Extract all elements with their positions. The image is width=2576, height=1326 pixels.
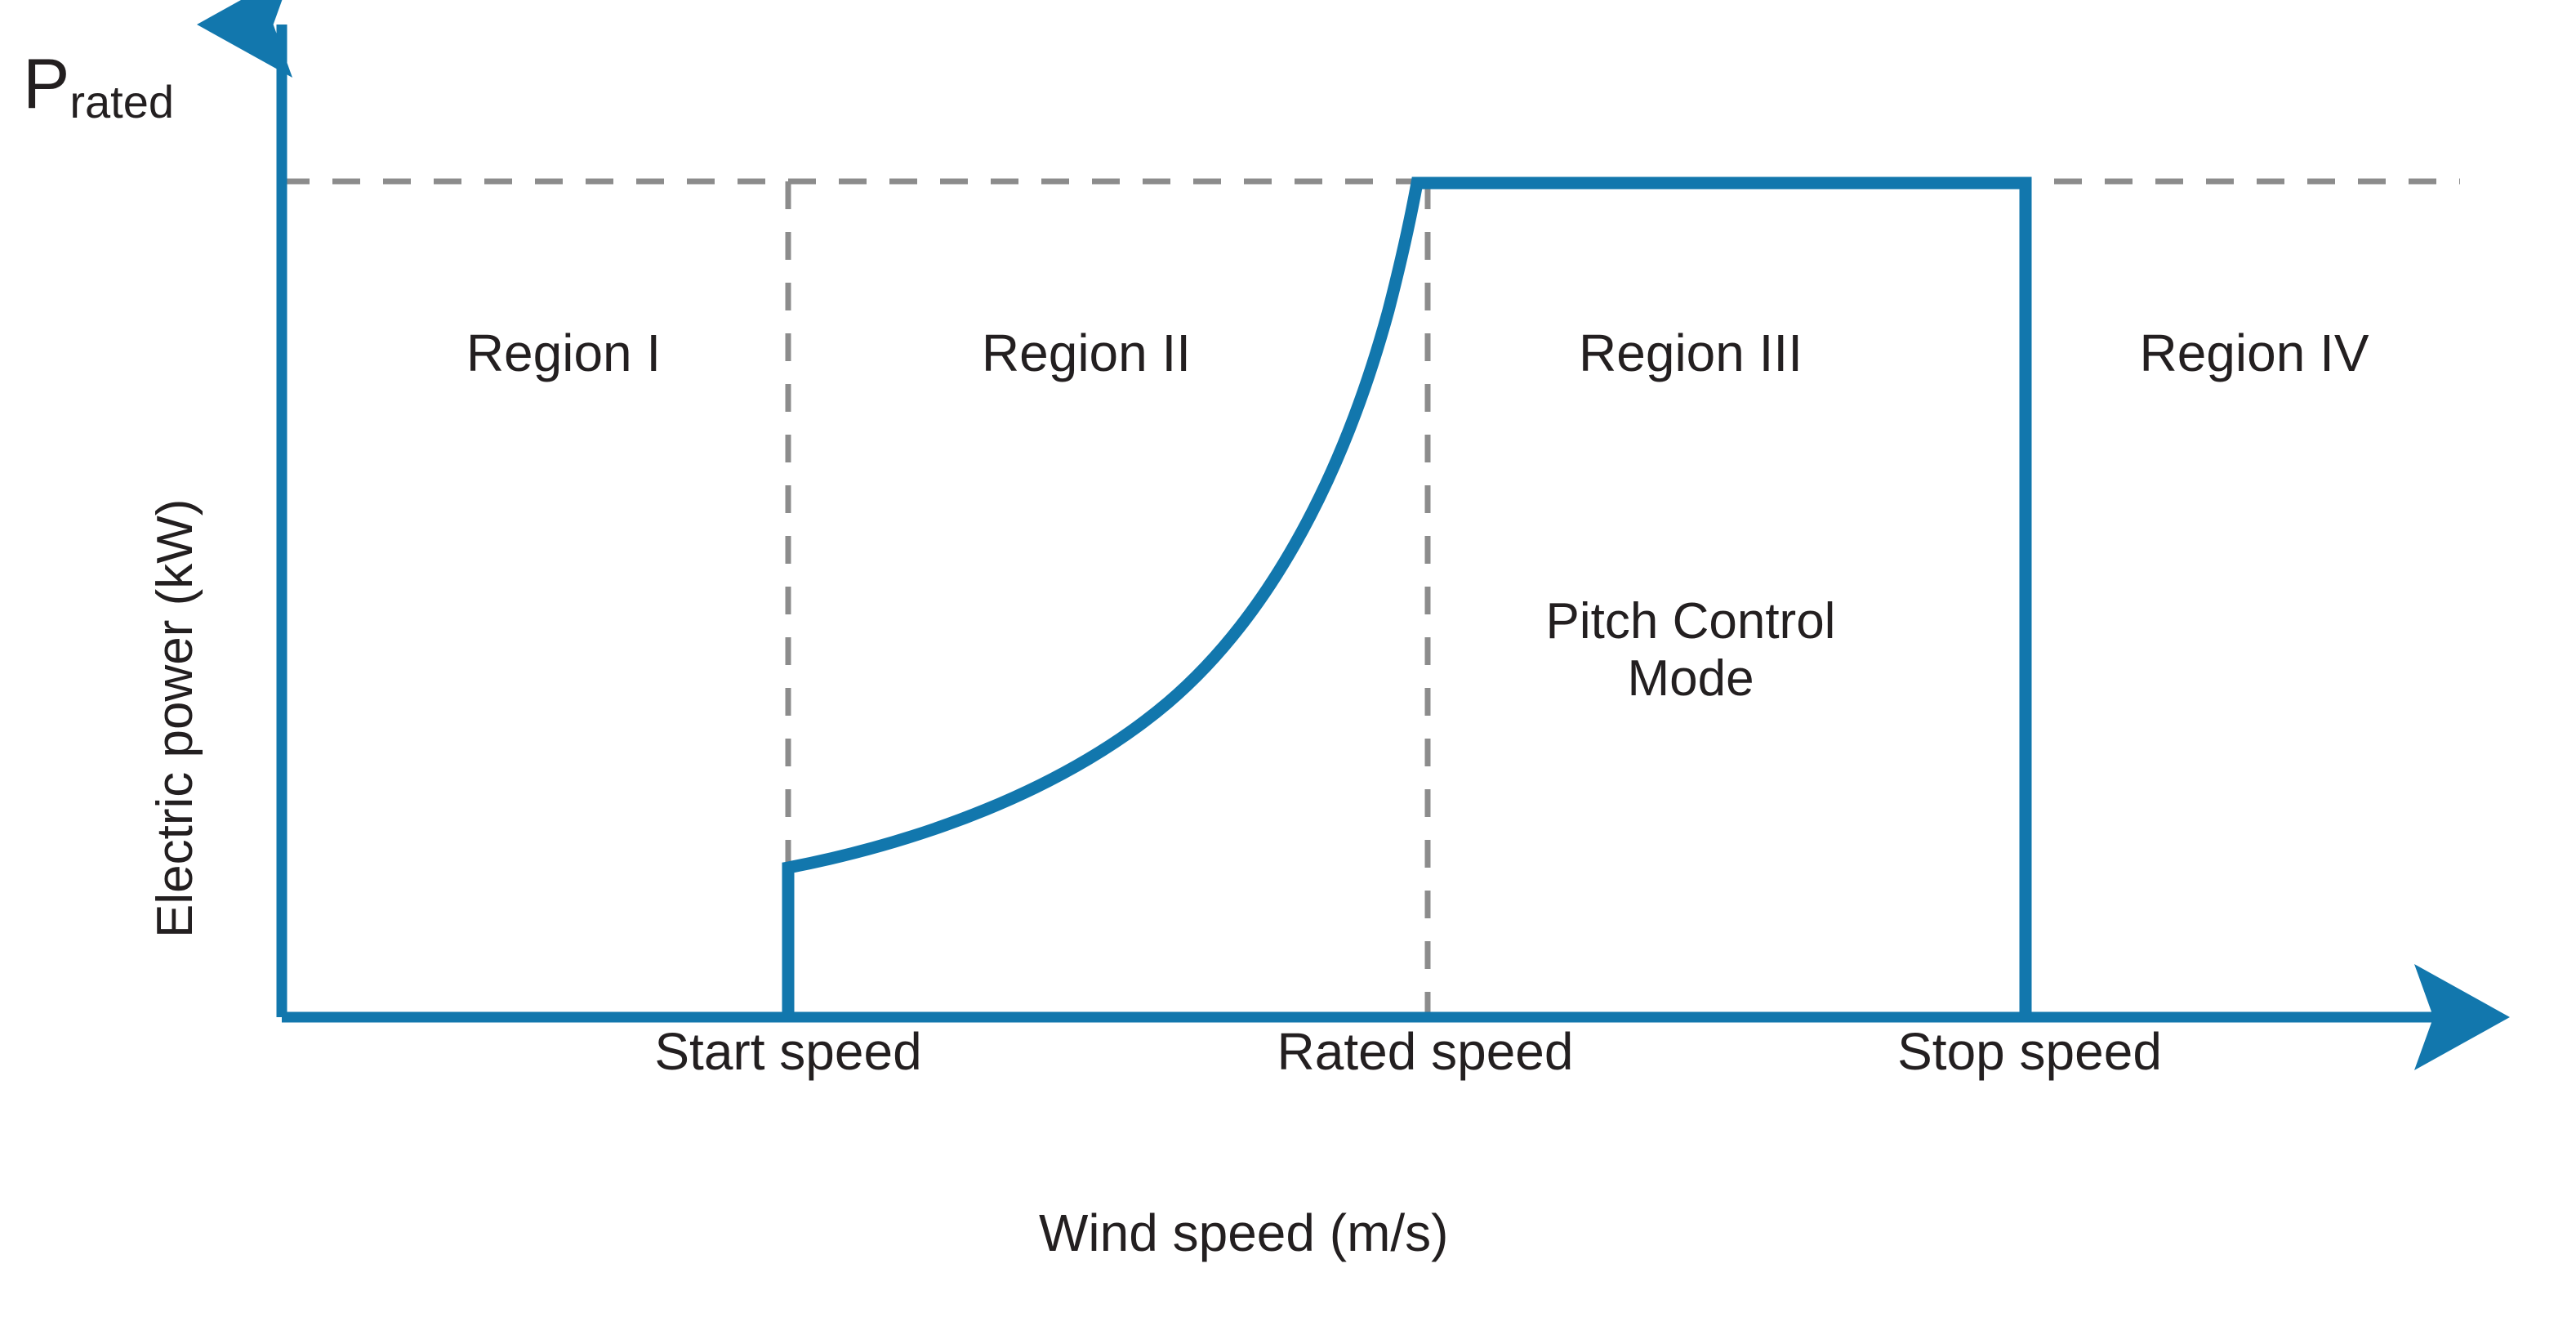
x-tick-label-stop-speed: Stop speed [1897, 1022, 2162, 1081]
region-2-label: Region II [981, 324, 1192, 382]
x-tick-label-rated-speed: Rated speed [1277, 1022, 1574, 1081]
region-3-label: Region III [1579, 324, 1803, 382]
region-4-label: Region IV [2139, 324, 2369, 382]
region-1-label: Region I [466, 324, 662, 382]
prated-label-main: P [23, 45, 70, 123]
x-axis-title: Wind speed (m/s) [1039, 1203, 1449, 1262]
prated-label-subscript: rated [69, 76, 175, 127]
pitch-control-mode-annotation: Pitch Control Mode [1545, 593, 1836, 708]
prated-axis-label: Prated [23, 49, 174, 125]
x-tick-label-start-speed: Start speed [654, 1022, 922, 1081]
y-axis-title: Electric power (kW) [147, 498, 203, 938]
power-curve-path [782, 176, 2032, 1017]
